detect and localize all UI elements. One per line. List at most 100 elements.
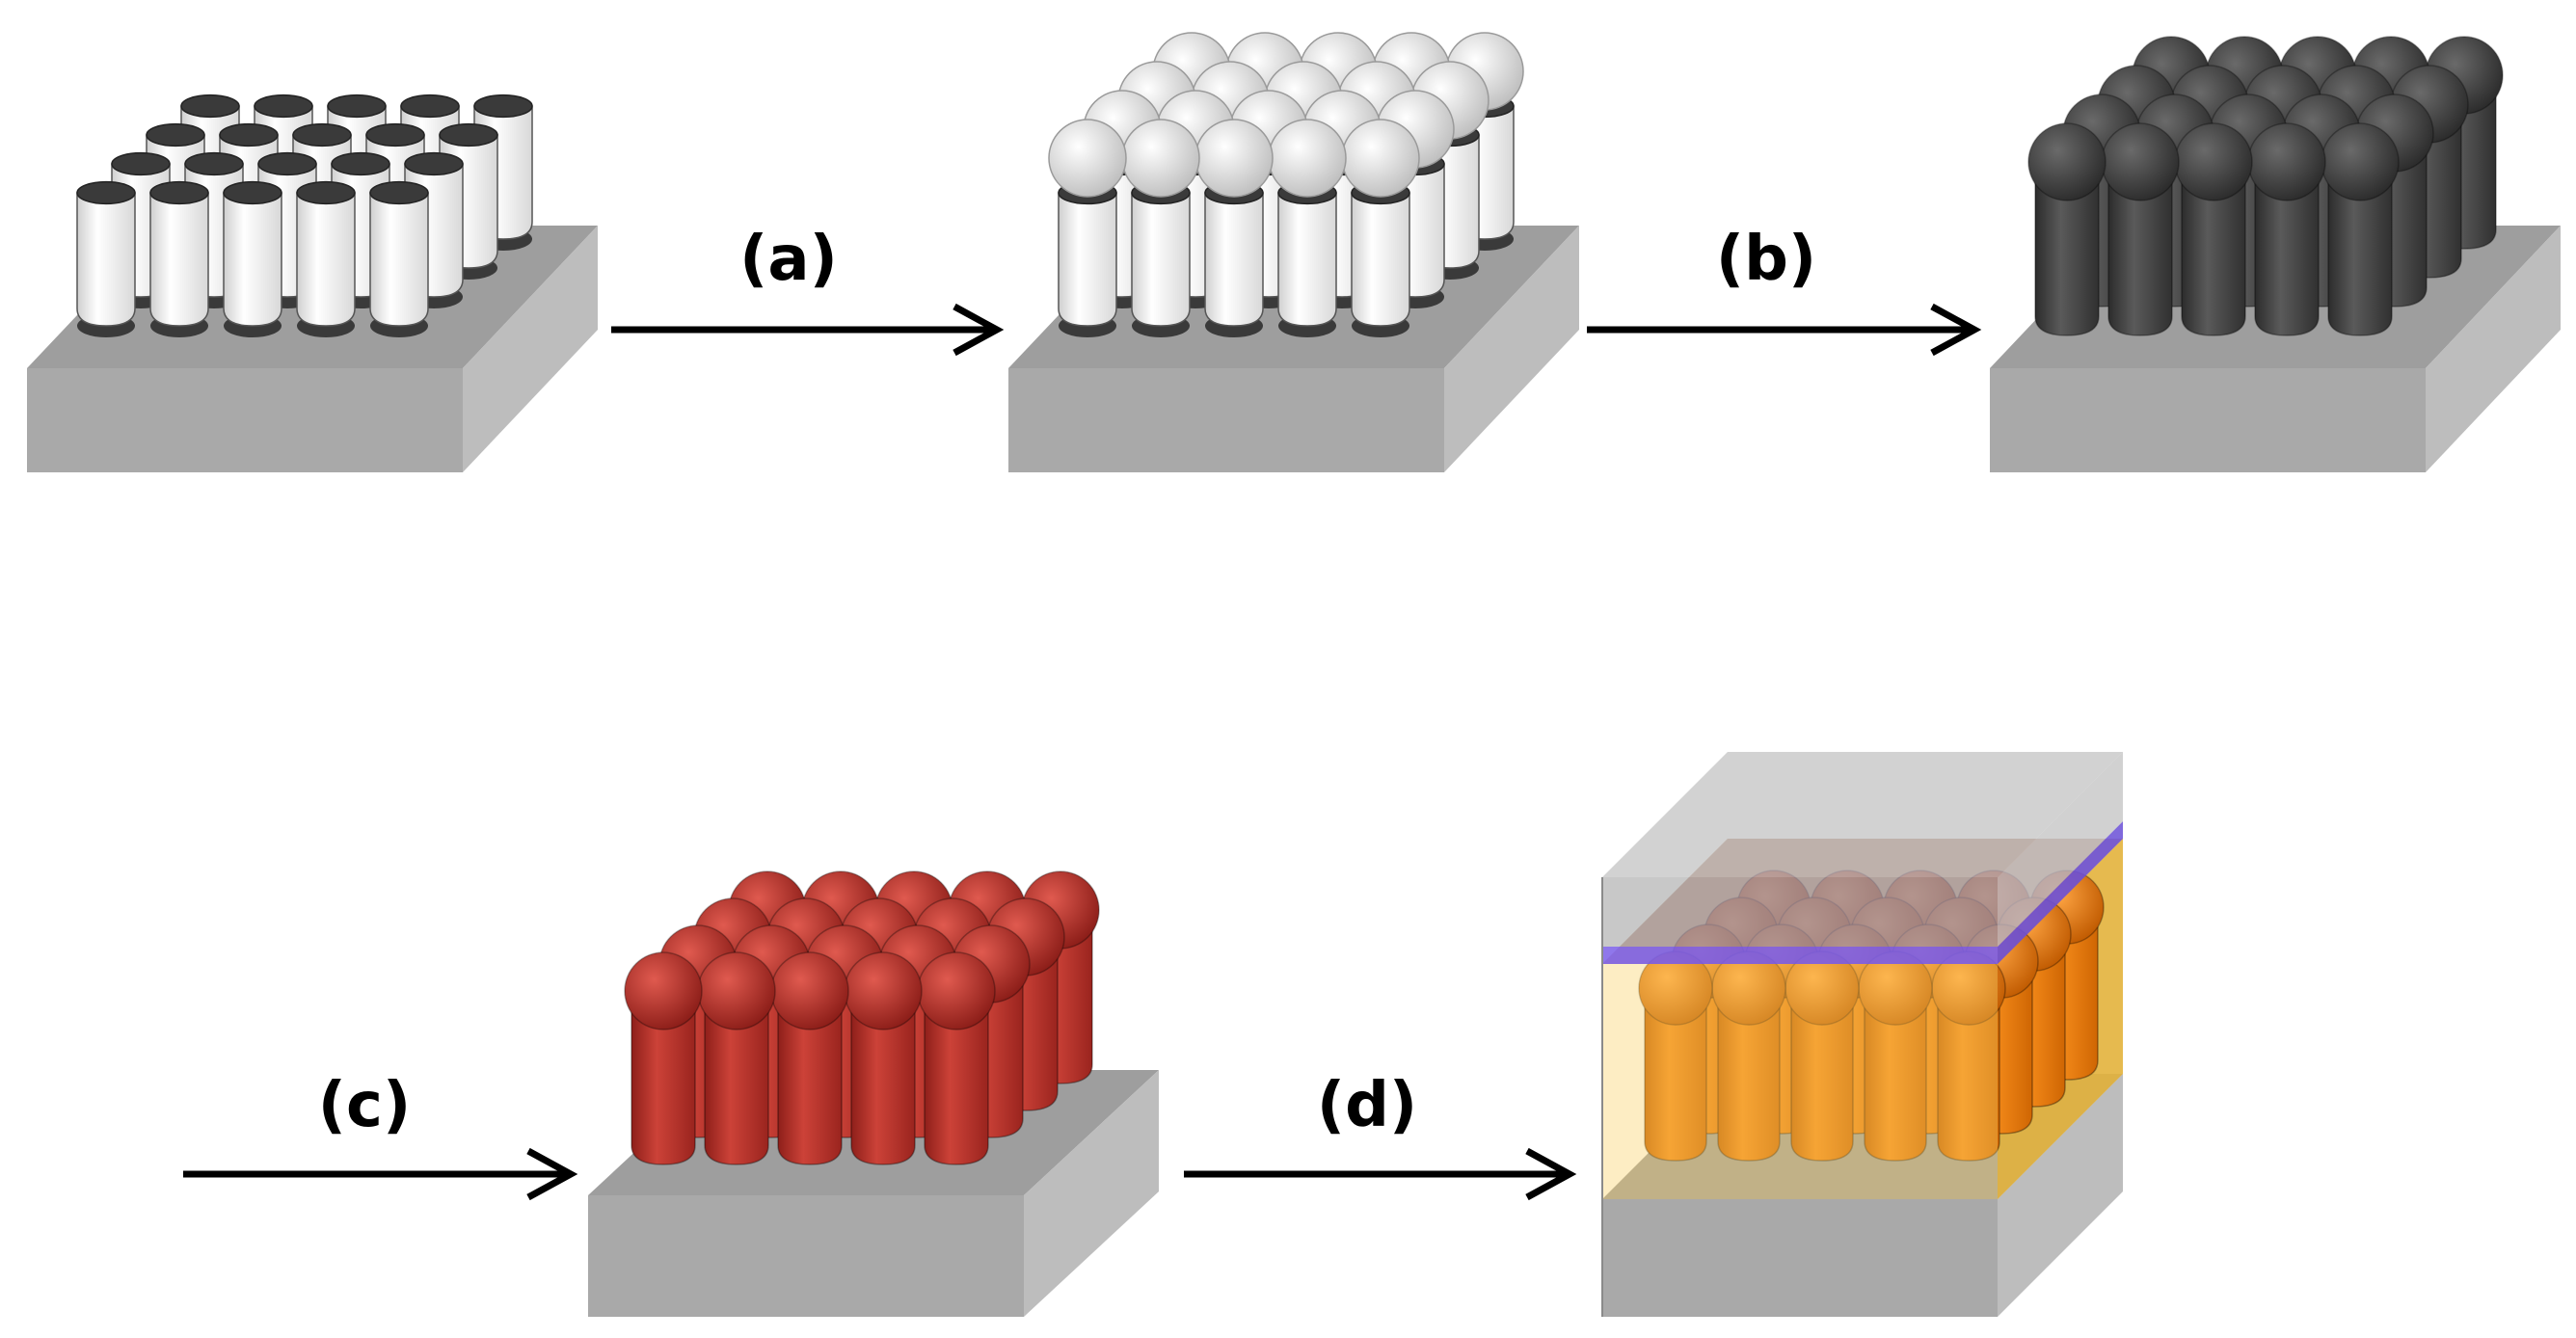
encapsulant-front [1602,964,1998,1199]
top-glass-front [1602,877,1998,947]
top-glass-top [1602,752,2123,877]
white-sphere [1268,119,1347,198]
rod-body [704,1011,769,1165]
orange-rod [1638,950,1713,1162]
pillar-cap [400,94,460,119]
white-sphere [1194,119,1274,198]
template-pillar [76,180,136,337]
substrate-front [27,368,463,472]
pillar [1058,180,1117,327]
rod-body [924,1011,989,1165]
pillar-cap [439,122,498,147]
rod-sphere [2247,122,2326,201]
rod-sphere [770,951,849,1030]
purple-layer-side [1998,821,2123,964]
substrate-side [1024,1070,1159,1317]
dark-rod [2174,122,2253,336]
rod-body [777,1011,843,1165]
white-sphere [1121,119,1200,198]
pillar [1351,180,1410,327]
step-label-d: (d) [1317,1070,1417,1141]
pillar [149,180,209,327]
pillar-cap [292,122,352,147]
dark-rod [2101,122,2180,336]
substrate-front [1008,368,1444,472]
substrate-side [1444,226,1579,472]
pillar-cap [473,94,533,119]
pillar-body [369,192,429,327]
right-arrow-icon [183,1147,578,1201]
stage-encapsulated-device [1601,752,2123,1317]
pillar [1277,180,1337,327]
pillar-cap [296,180,356,205]
rod-body [631,1011,696,1165]
white-sphere [1341,119,1420,198]
rod-body [1937,1007,2000,1162]
template-pillar [223,180,282,337]
pillar-cap [369,180,429,205]
pillar-cap [404,151,464,176]
substrate-side [2426,226,2561,472]
pillar-body [1204,192,1264,327]
pillar [369,180,429,327]
rod-sphere [2027,122,2106,201]
pillar-body [1131,192,1191,327]
top-glass-side [1998,752,2123,947]
red-rod [624,951,703,1165]
right-arrow-icon [1184,1147,1577,1201]
pillar-cap [76,180,136,205]
rod-body [2254,182,2320,336]
red-rod [917,951,996,1165]
right-arrow-icon [611,303,1005,357]
rod-body [850,1011,916,1165]
orange-rod [1711,950,1786,1162]
stage-spheres-on-pillars [1008,32,1579,472]
rod-body [2034,182,2100,336]
pillar-cap [327,94,387,119]
rod-sphere [624,951,703,1030]
pillar-body [149,192,209,327]
stage-dark-coated [1990,36,2561,472]
rod-body [1864,1007,1927,1162]
rod-sphere [2174,122,2253,201]
stage-red-converted [588,870,1159,1317]
pillar [76,180,136,327]
orange-rod [1858,950,1933,1162]
purple-layer-front [1602,947,1998,964]
pillar-with-sphere [1268,119,1347,337]
template-pillar [296,180,356,337]
pillar-cap [180,94,240,119]
pillar-cap [254,94,313,119]
rod-sphere [2321,122,2400,201]
pillar-with-sphere [1194,119,1274,337]
step-label-b: (b) [1716,224,1816,295]
rod-body [1717,1007,1781,1162]
pillar-cap [184,151,244,176]
substrate-side [463,226,598,472]
pillar-with-sphere [1341,119,1420,337]
rod-body [2107,182,2173,336]
substrate-front [1602,1199,1998,1317]
pillar-cap [223,180,282,205]
rod-body [1790,1007,1854,1162]
pillar-body [1351,192,1410,327]
template-pillar [369,180,429,337]
dark-rod [2247,122,2326,336]
dark-rod [2027,122,2106,336]
rod-body [2181,182,2246,336]
rod-body [2327,182,2393,336]
pillar-with-sphere [1121,119,1200,337]
dark-rod [2321,122,2400,336]
pillar-cap [146,122,205,147]
pillar-body [296,192,356,327]
orange-rod [1931,950,2006,1162]
pillar-body [76,192,136,327]
pillar-cap [149,180,209,205]
rod-sphere [844,951,923,1030]
pillar-cap [331,151,390,176]
orange-rod [1784,950,1860,1162]
red-rod [697,951,776,1165]
right-arrow-icon [1587,303,1982,357]
stage-template-pillars [27,94,598,472]
